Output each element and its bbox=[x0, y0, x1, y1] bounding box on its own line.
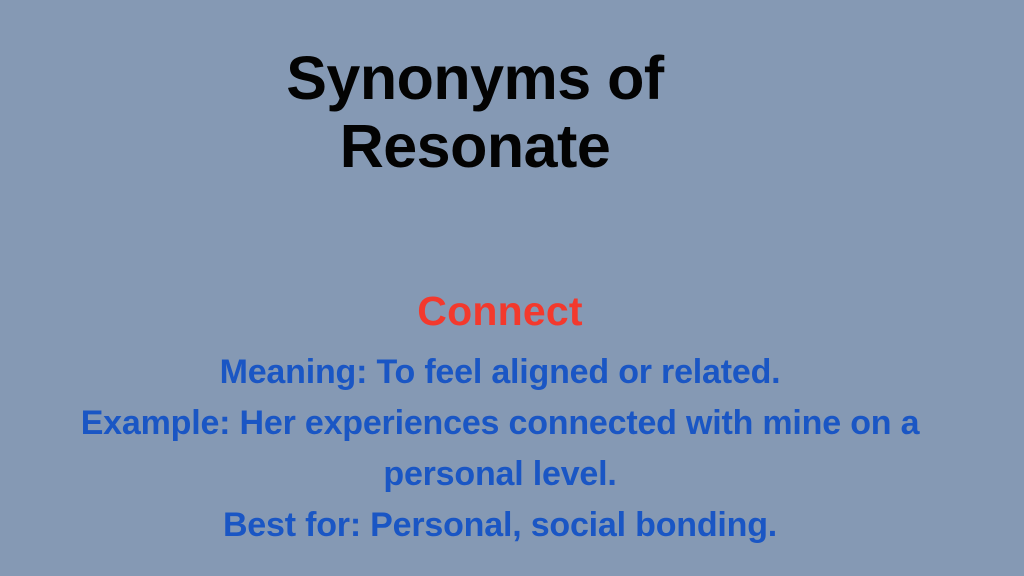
meaning-line: Meaning: To feel aligned or related. bbox=[219, 353, 781, 391]
example-line-2: personal level. bbox=[383, 455, 617, 493]
synonym-headword: Connect bbox=[417, 288, 583, 334]
entry-body: Meaning: To feel aligned or related. Exa… bbox=[0, 347, 1000, 551]
title-line-2: Resonate bbox=[339, 112, 611, 180]
headword-container: Connect bbox=[0, 288, 1000, 334]
example-line-1: Example: Her experiences connected with … bbox=[80, 404, 920, 442]
best-for-line: Best for: Personal, social bonding. bbox=[222, 506, 778, 544]
page-title: Synonyms of Resonate bbox=[0, 44, 950, 180]
title-line-1: Synonyms of bbox=[286, 44, 664, 112]
